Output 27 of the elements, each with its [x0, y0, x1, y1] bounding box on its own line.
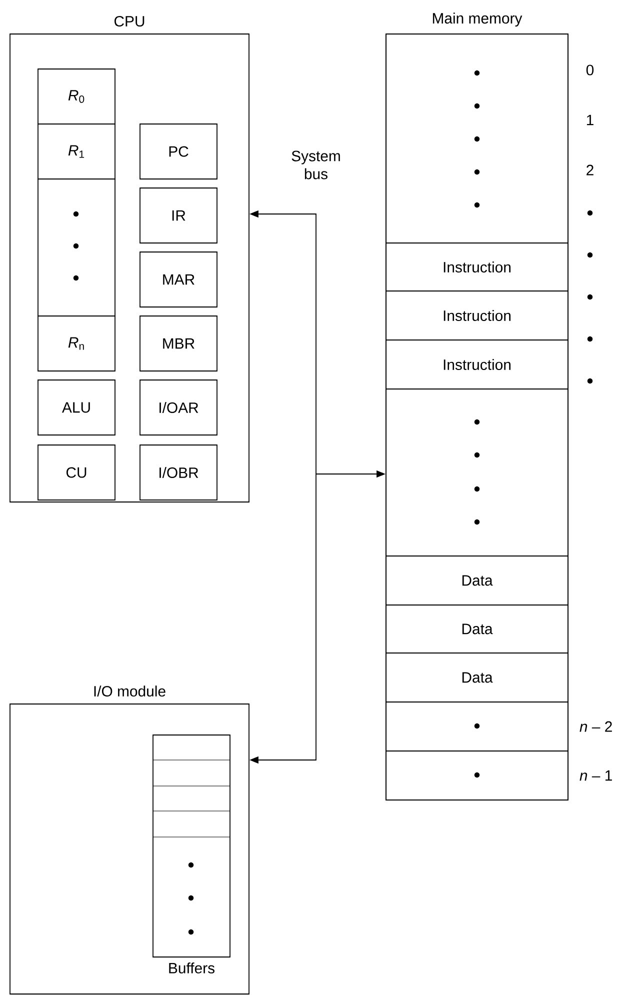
- cell-label: Instruction: [444, 310, 510, 321]
- register-label: MBR: [163, 338, 194, 349]
- register-label: R$_{n}$: [68, 337, 84, 350]
- cell-label: Data: [462, 672, 493, 683]
- cell-label: Data: [462, 624, 493, 634]
- cell-label: Instruction: [444, 359, 510, 370]
- register-label: ALU: [62, 402, 90, 413]
- buffer-label: Buffers: [169, 962, 214, 974]
- register-label: PC: [169, 146, 188, 157]
- address-label: n – 1: [580, 770, 612, 781]
- register-label: R$_{1}$: [68, 145, 84, 158]
- address-label: 1: [586, 114, 594, 126]
- register-label: IR: [172, 210, 186, 221]
- address-label: n – 2: [580, 721, 612, 732]
- register-label: CU: [66, 467, 86, 478]
- register-label: R$_{0}$: [68, 90, 84, 103]
- heading: CPU: [114, 16, 144, 27]
- heading: I/O module: [94, 686, 166, 697]
- register-label: I/OAR: [160, 402, 198, 413]
- register-label: MAR: [163, 274, 194, 285]
- register-label: I/OBR: [160, 467, 198, 478]
- cell-label: Instruction: [444, 262, 510, 272]
- heading: Main memory: [432, 12, 522, 27]
- address-label: 0: [586, 64, 594, 76]
- cell-label: Data: [462, 575, 493, 586]
- bus-label: System bus: [292, 150, 340, 180]
- address-label: 2: [586, 164, 594, 176]
